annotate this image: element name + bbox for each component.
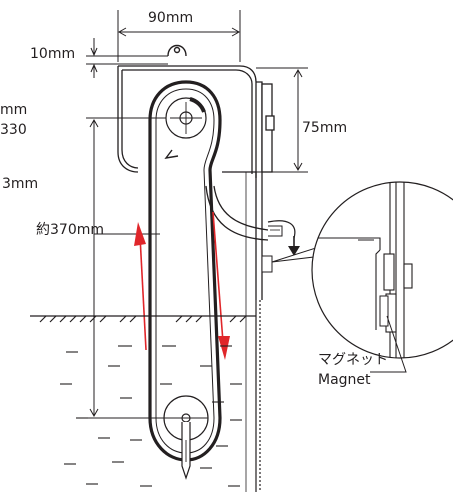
left-cut-label-2: 330 xyxy=(0,122,27,138)
hook-icon xyxy=(167,44,187,57)
height-label: 約370mm xyxy=(36,222,104,238)
magnet-leader xyxy=(370,315,407,373)
tension-tick xyxy=(164,149,179,159)
dimension-height xyxy=(86,117,178,419)
left-cut-label-1: mm xyxy=(0,102,27,118)
rope-loop xyxy=(148,80,222,462)
frame-label: 75mm xyxy=(302,120,347,136)
width-label: 90mm xyxy=(148,10,193,26)
flow-arrows xyxy=(134,211,230,360)
magnet-icon xyxy=(379,295,389,327)
water-surface xyxy=(30,315,256,323)
dimension-top xyxy=(86,38,168,78)
left-cut-label-3: 3mm xyxy=(2,176,38,192)
top-pulley-icon xyxy=(165,97,207,139)
guide-rail xyxy=(245,172,273,492)
dimension-width xyxy=(117,10,241,62)
magnet-label-en: Magnet xyxy=(318,372,371,388)
detail-magnifier xyxy=(311,181,453,359)
down-arrow-icon xyxy=(267,220,300,256)
water-body xyxy=(60,345,242,487)
bracket-frame xyxy=(117,65,275,300)
bottom-pulley-icon xyxy=(163,395,209,480)
top-label: 10mm xyxy=(30,46,75,62)
magnet-label-ja: マグネット xyxy=(318,352,388,368)
dimension-frame xyxy=(256,67,308,173)
